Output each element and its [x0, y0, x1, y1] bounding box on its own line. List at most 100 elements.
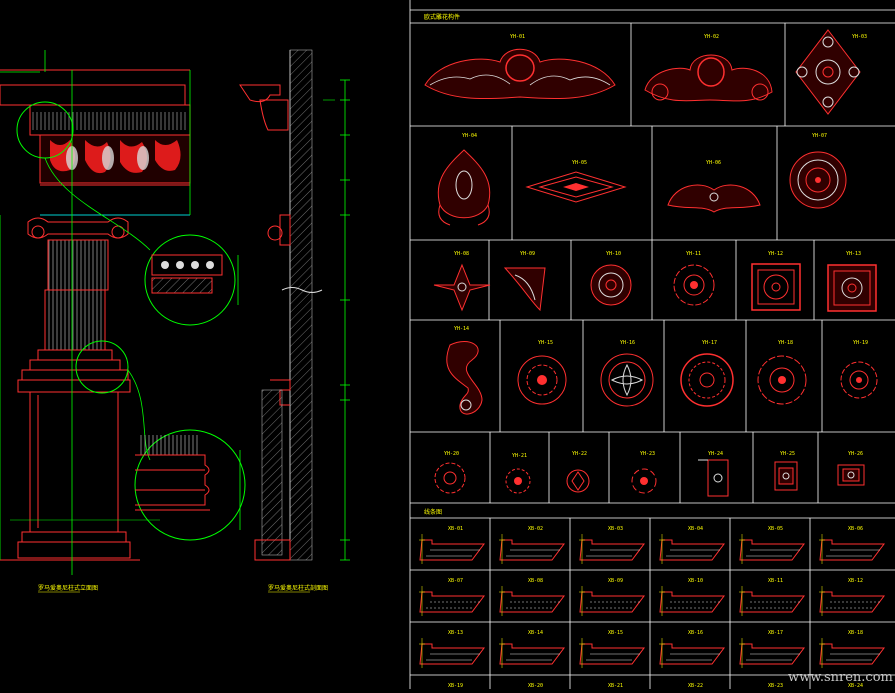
- moulding-label: XB-20: [528, 683, 543, 689]
- moulding-xb-04: XB-04: [659, 526, 725, 564]
- ornament-label: YH-06: [706, 160, 721, 166]
- moulding-xb-19: XB-19: [448, 683, 463, 689]
- moulding-xb-08: XB-08: [499, 578, 565, 616]
- moulding-xb-02: XB-02: [499, 526, 565, 564]
- moulding-xb-05: XB-05: [739, 526, 805, 564]
- ornament-yh-17: YH-17: [680, 340, 734, 407]
- ornament-yh-10: YH-10: [590, 251, 632, 306]
- moulding-label: XB-14: [528, 630, 543, 636]
- moulding-label: XB-02: [528, 526, 543, 532]
- ornament-label: YH-07: [812, 133, 827, 139]
- moulding-xb-24: XB-24: [848, 683, 863, 689]
- ornament-panel: [409, 0, 895, 689]
- moulding-label: XB-07: [448, 578, 463, 584]
- ornament-label: YH-09: [520, 251, 535, 257]
- moulding-label: XB-23: [768, 683, 783, 689]
- ornament-yh-05: YH-05: [525, 160, 627, 203]
- moulding-label: XB-22: [688, 683, 703, 689]
- ornament-label: YH-10: [606, 251, 621, 257]
- moulding-label: XB-11: [768, 578, 783, 584]
- ornament-label: YH-13: [846, 251, 861, 257]
- moulding-label: XB-05: [768, 526, 783, 532]
- ornament-label: YH-08: [454, 251, 469, 257]
- ornament-label: YH-16: [620, 340, 635, 346]
- moulding-label: XB-12: [848, 578, 863, 584]
- moulding-xb-01: XB-01: [419, 526, 485, 564]
- moulding-label: XB-16: [688, 630, 703, 636]
- section-caption: 罗马爱奥尼柱式剖面图: [268, 584, 328, 592]
- moulding-label: XB-08: [528, 578, 543, 584]
- ornament-label: YH-05: [572, 160, 587, 166]
- ornament-yh-07: YH-07: [789, 133, 847, 209]
- ornament-label: YH-19: [853, 340, 868, 346]
- moulding-xb-13: XB-13: [419, 630, 485, 668]
- moulding-xb-06: XB-06: [819, 526, 885, 564]
- ornament-yh-14: YH-14: [446, 326, 483, 415]
- watermark: www.snren.com: [788, 670, 893, 685]
- moulding-xb-09: XB-09: [579, 578, 645, 616]
- moulding-xb-14: XB-14: [499, 630, 565, 668]
- ornament-yh-16: YH-16: [600, 340, 654, 407]
- moulding-label: XB-04: [688, 526, 703, 532]
- moulding-xb-11: XB-11: [739, 578, 805, 616]
- moulding-xb-03: XB-03: [579, 526, 645, 564]
- ornament-label: YH-02: [704, 34, 719, 40]
- ornament-yh-15: YH-15: [517, 340, 567, 405]
- column-section: 罗马爱奥尼柱式剖面图: [239, 49, 350, 593]
- ornament-yh-01: YH-01: [424, 34, 616, 100]
- ornament-label: YH-17: [702, 340, 717, 346]
- ornament-yh-20: YH-20: [434, 451, 466, 494]
- moulding-label: XB-03: [608, 526, 623, 532]
- ornament-label: YH-24: [708, 451, 723, 457]
- ornament-yh-19: YH-19: [840, 340, 878, 399]
- moulding-label: XB-09: [608, 578, 623, 584]
- moulding-xb-10: XB-10: [659, 578, 725, 616]
- ornament-yh-26: YH-26: [837, 451, 865, 486]
- moulding-label: XB-13: [448, 630, 463, 636]
- ornament-header-title: 欧式雕花构件: [424, 13, 460, 21]
- moulding-label: XB-10: [688, 578, 703, 584]
- moulding-xb-16: XB-16: [659, 630, 725, 668]
- moulding-section-title: 线条图: [424, 508, 442, 516]
- ornament-label: YH-04: [462, 133, 477, 139]
- column-elevation: 罗马爱奥尼柱式立面图: [0, 50, 246, 593]
- ornament-yh-06: YH-06: [667, 160, 761, 213]
- moulding-xb-12: XB-12: [819, 578, 885, 616]
- elevation-caption: 罗马爱奥尼柱式立面图: [38, 584, 98, 592]
- moulding-xb-07: XB-07: [419, 578, 485, 616]
- ornament-label: YH-26: [848, 451, 863, 457]
- ornament-yh-21: YH-21: [505, 453, 531, 494]
- moulding-xb-18: XB-18: [819, 630, 885, 668]
- moulding-label: XB-18: [848, 630, 863, 636]
- moulding-xb-17: XB-17: [739, 630, 805, 668]
- ornament-yh-11: YH-11: [673, 251, 715, 306]
- moulding-label: XB-24: [848, 683, 863, 689]
- ornament-label: YH-22: [572, 451, 587, 457]
- ornament-label: YH-20: [444, 451, 459, 457]
- moulding-xb-22: XB-22: [688, 683, 703, 689]
- ornament-yh-03: YH-03: [795, 29, 867, 115]
- ornament-label: YH-15: [538, 340, 553, 346]
- ornament-yh-08: YH-08: [433, 251, 491, 312]
- ornament-label: YH-11: [686, 251, 701, 257]
- ornament-yh-18: YH-18: [757, 340, 807, 405]
- ornament-yh-02: YH-02: [644, 34, 773, 102]
- moulding-xb-20: XB-20: [528, 683, 543, 689]
- ornament-yh-12: YH-12: [751, 251, 801, 311]
- ornament-label: YH-21: [512, 453, 527, 459]
- ornament-yh-04: YH-04: [437, 133, 491, 226]
- ornament-label: YH-12: [768, 251, 783, 257]
- ornament-label: YH-01: [510, 34, 525, 40]
- ornament-yh-23: YH-23: [631, 451, 657, 494]
- ornament-label: YH-14: [454, 326, 469, 332]
- moulding-label: XB-06: [848, 526, 863, 532]
- ornament-label: YH-18: [778, 340, 793, 346]
- moulding-xb-15: XB-15: [579, 630, 645, 668]
- moulding-label: XB-01: [448, 526, 463, 532]
- moulding-label: XB-15: [608, 630, 623, 636]
- ornament-label: YH-23: [640, 451, 655, 457]
- ornament-yh-22: YH-22: [566, 451, 590, 493]
- moulding-label: XB-19: [448, 683, 463, 689]
